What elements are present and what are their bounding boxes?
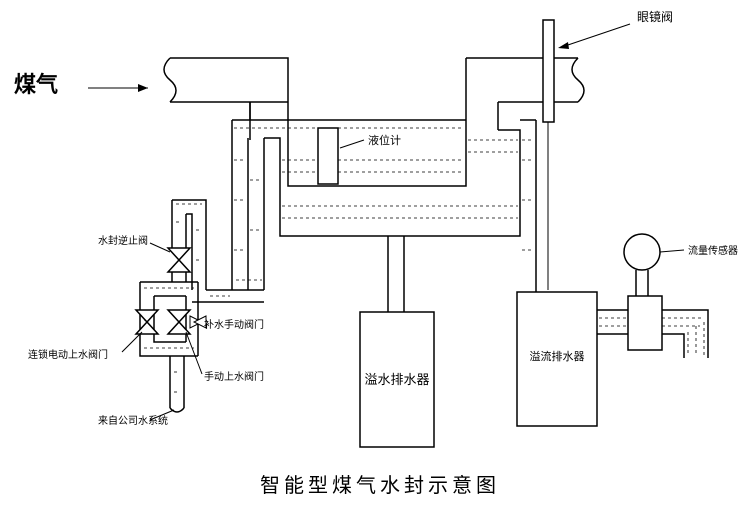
gas-flow-arrow bbox=[88, 84, 148, 92]
interlock-electric-valve bbox=[134, 309, 160, 335]
flow-sensor-label: 流量传感器 bbox=[688, 244, 738, 257]
level-gauge bbox=[317, 127, 339, 185]
makeup-manual-valve-label: 补水手动阀门 bbox=[204, 318, 264, 331]
center-drain-pipe bbox=[387, 236, 405, 312]
flow-sensor bbox=[623, 233, 663, 351]
blind-valve bbox=[542, 19, 555, 290]
interlock-electric-valve-label: 连锁电动上水阀门 bbox=[28, 348, 108, 361]
company-water-leader bbox=[149, 409, 175, 421]
diagram-caption: 智能型煤气水封示意图 bbox=[260, 473, 500, 497]
overflow-drain-label: 溢水排水器 bbox=[364, 373, 429, 388]
overflow-flow-drain-box bbox=[516, 291, 598, 427]
gas-outlet-pipe bbox=[465, 57, 585, 140]
gas-label: 煤气 bbox=[14, 72, 58, 98]
blind-valve-arrow bbox=[558, 23, 631, 49]
company-water-label: 来自公司水系统 bbox=[98, 414, 168, 427]
seal-check-valve-leader bbox=[149, 242, 171, 253]
interlock-electric-valve-leader bbox=[121, 331, 143, 353]
makeup-manual-valve bbox=[189, 315, 207, 329]
manual-inlet-valve-label: 手动上水阀门 bbox=[204, 370, 264, 383]
makeup-water-piping bbox=[139, 199, 264, 413]
overflow-flow-drain-label: 溢流排水器 bbox=[530, 349, 585, 363]
manual-inlet-valve-leader bbox=[185, 331, 203, 375]
flow-sensor-leader bbox=[659, 249, 685, 253]
overflow-drain-box bbox=[359, 311, 435, 448]
blind-valve-label: 眼镜阀 bbox=[637, 9, 673, 24]
level-gauge-leader bbox=[339, 139, 365, 149]
seal-check-valve bbox=[166, 247, 192, 273]
seal-check-valve-label: 水封逆止阀 bbox=[98, 234, 148, 247]
level-gauge-label: 液位计 bbox=[368, 133, 401, 147]
manual-inlet-valve bbox=[166, 309, 192, 335]
seal-tank bbox=[231, 102, 537, 292]
gas-inlet-pipe bbox=[163, 57, 289, 103]
